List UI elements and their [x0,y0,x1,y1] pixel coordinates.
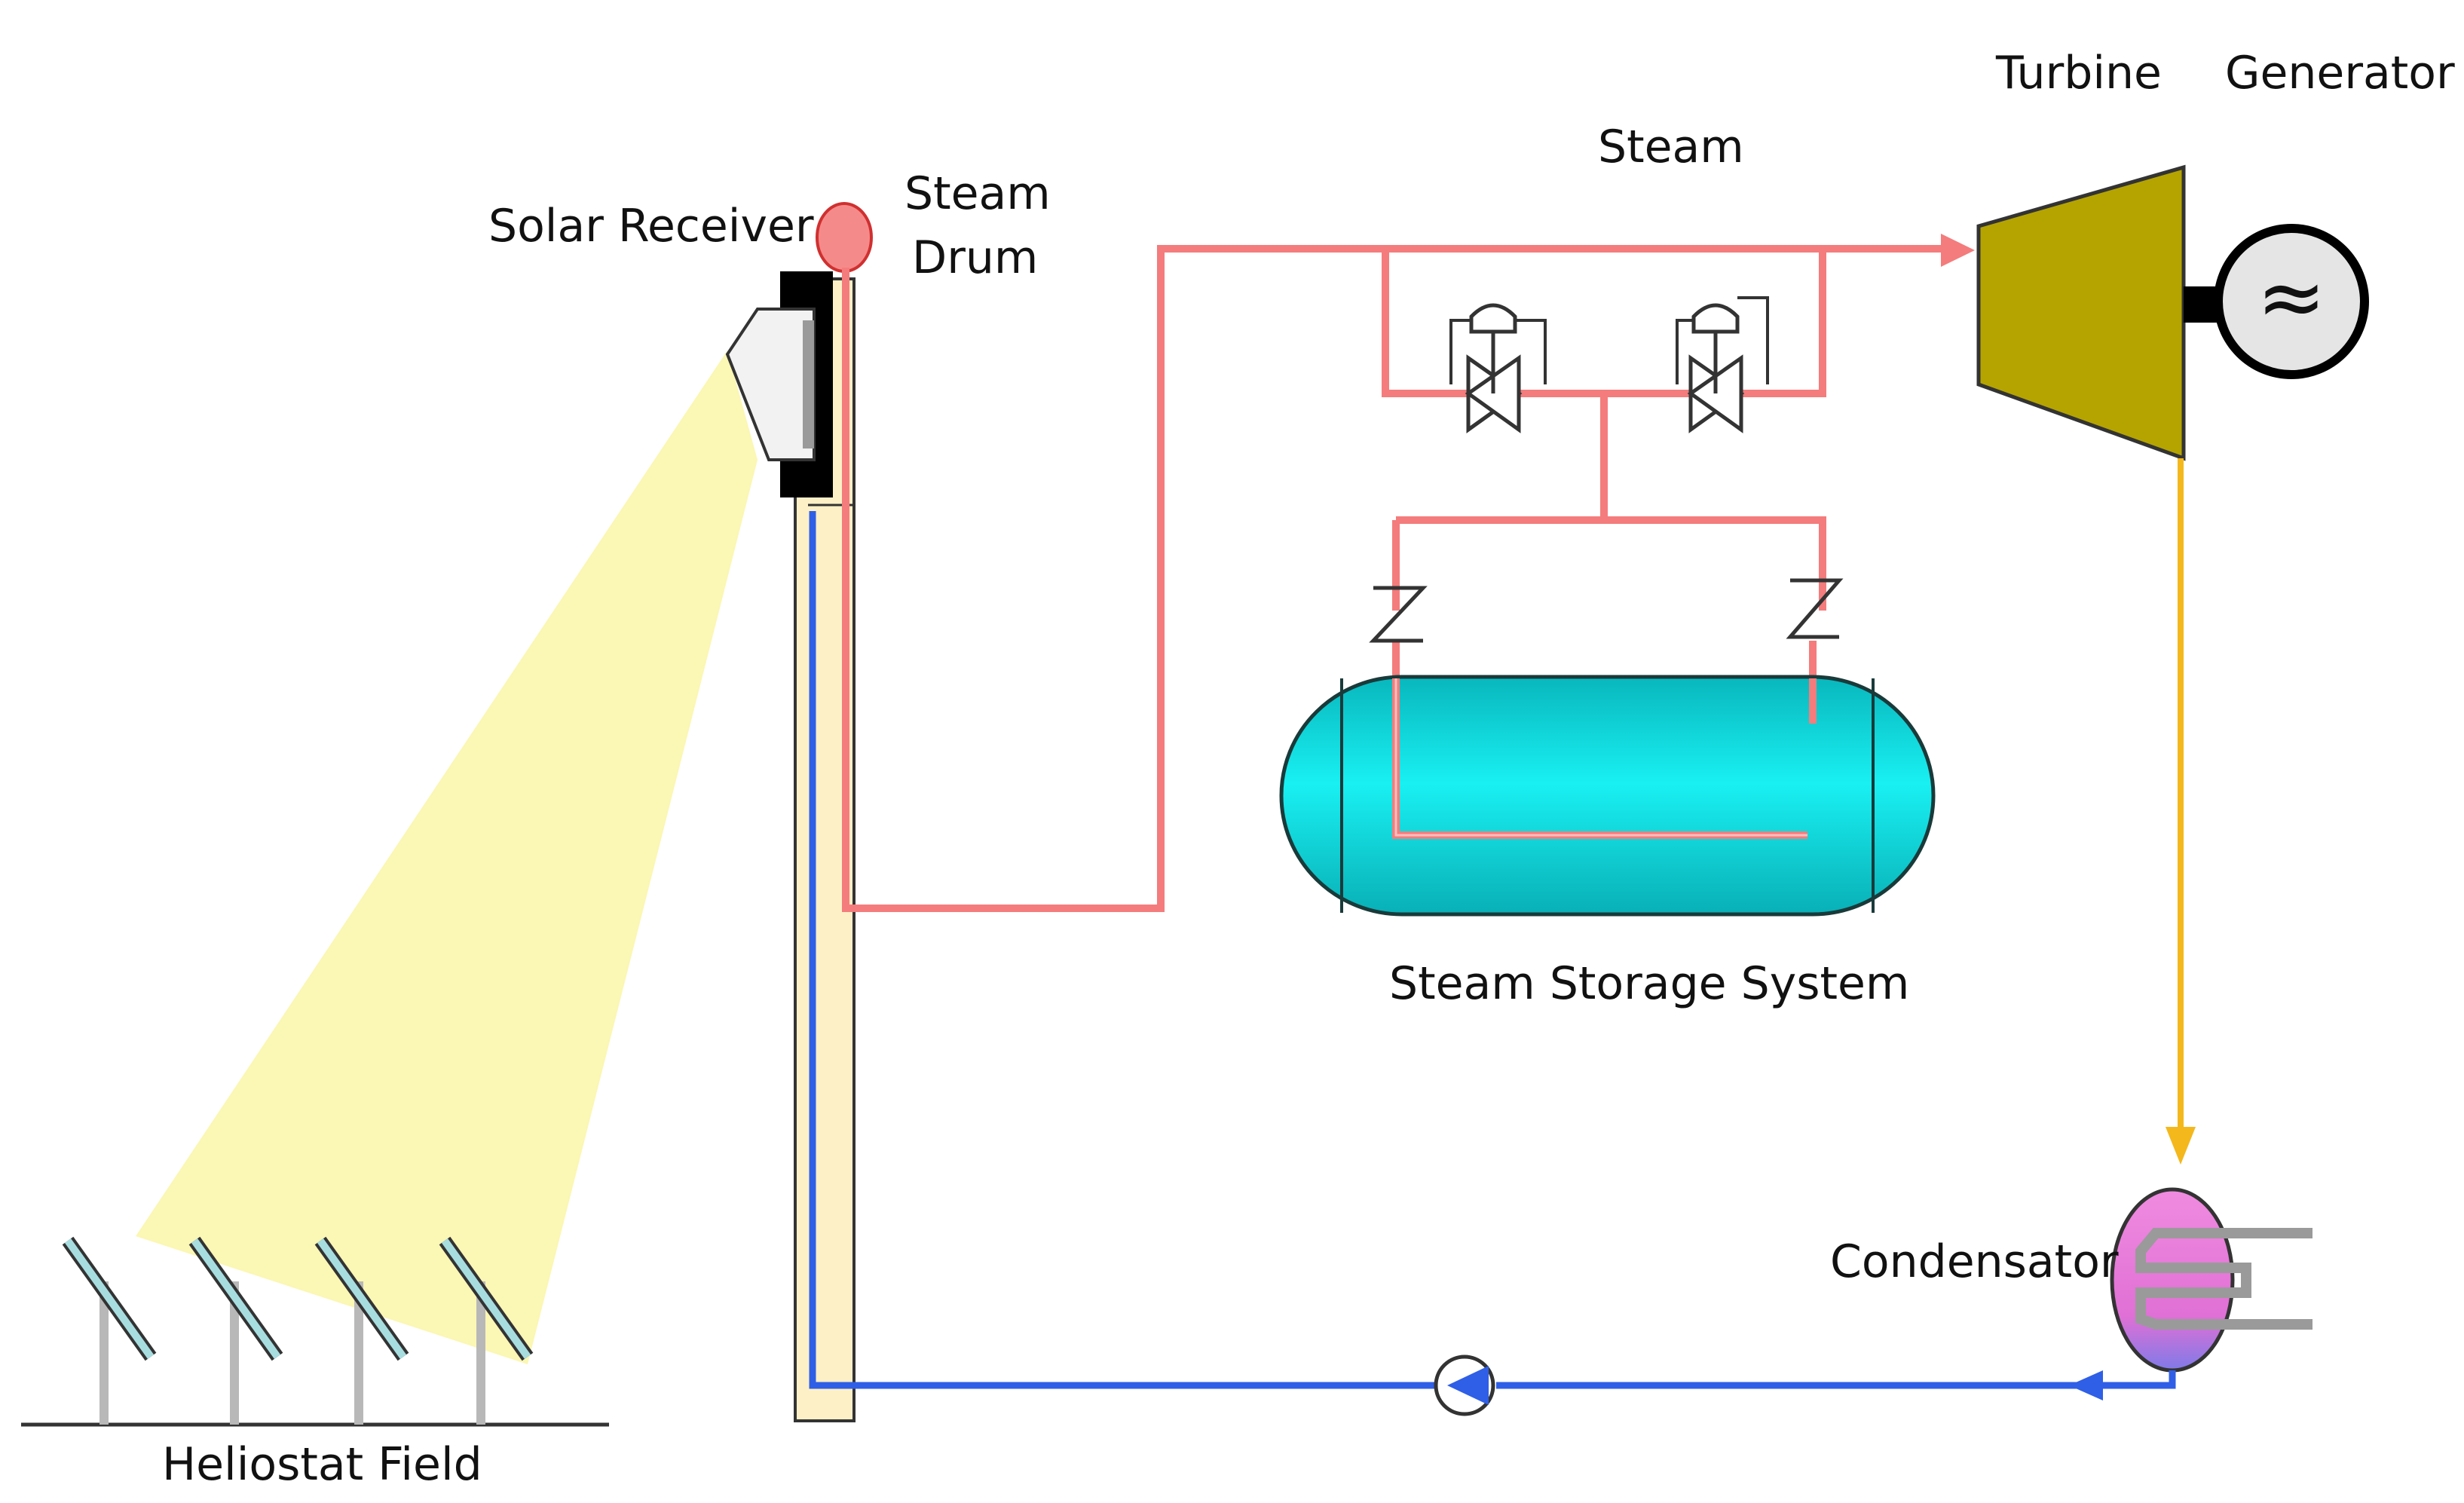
feedwater-arrow [2069,1370,2103,1400]
feedwater-pump [1434,1355,1495,1416]
exhaust-arrow [2166,1127,2196,1165]
label-solar-receiver: Solar Receiver [488,200,814,253]
label-steam: Steam [1598,121,1744,173]
heliostat-3 [314,1236,409,1425]
heliostat-4 [439,1236,534,1425]
control-valve-right [1676,296,1769,433]
generator-symbol: ≈ [2257,249,2326,345]
turbine [1976,164,2186,461]
heliostat-2 [188,1236,283,1425]
label-steam-storage-system: Steam Storage System [1389,957,1909,1010]
steam-storage-tank [1279,675,1936,917]
label-steam-drum-2: Drum [912,231,1038,284]
label-turbine: Turbine [1995,47,2162,99]
label-generator: Generator [2225,47,2455,99]
sun-beam [136,350,758,1364]
label-heliostat-field: Heliostat Field [162,1438,482,1491]
generator [2214,224,2369,379]
condenser [2110,1187,2312,1373]
steam-drum [816,202,873,273]
feedwater-piping [809,511,2176,1389]
steam-flow-arrow [1941,234,1975,267]
check-valve-left [1369,586,1428,643]
heliostat-1 [62,1236,157,1425]
solar-receiver [725,271,833,497]
label-steam-drum-1: Steam [904,167,1051,220]
label-condensator: Condensator [1830,1235,2119,1288]
check-valve-right [1786,578,1844,639]
control-valve-left [1449,303,1547,433]
